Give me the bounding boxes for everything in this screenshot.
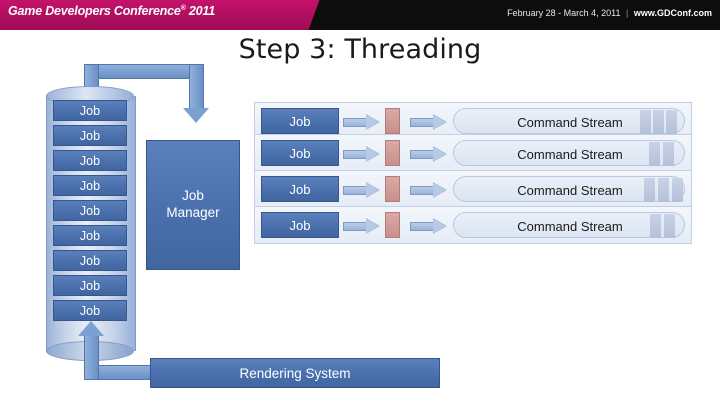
stream-tick [650,214,661,238]
row-job-box: Job [261,212,339,238]
job-queue-stack: Job Job Job Job Job Job Job Job Job [46,86,136,361]
row-marker-box [385,140,400,166]
stream-tick [663,142,674,166]
row-job-box: Job [261,176,339,202]
command-stream-label: Command Stream [517,182,623,198]
list-item: Job [53,200,127,221]
table-row: Job Command Stream [254,134,692,172]
list-item: Job [53,225,127,246]
arrow-right-icon [410,182,448,198]
row-job-box: Job [261,140,339,166]
stream-tick [666,110,677,134]
arrow-right-icon [343,182,381,198]
list-item: Job [53,175,127,196]
stream-tick [658,178,669,202]
banner-event-info: February 28 - March 4, 2011 | www.GDConf… [507,8,712,18]
banner-website: www.GDConf.com [633,8,712,18]
table-row: Job Command Stream [254,206,692,244]
row-job-box: Job [261,108,339,134]
row-marker-box [385,212,400,238]
banner-pink-block [0,0,300,30]
arrow-right-icon [410,114,448,130]
job-manager-line1: Job [182,188,204,204]
list-item: Job [53,100,127,121]
command-stream-capsule: Command Stream [453,108,685,134]
rendering-system-box: Rendering System [150,358,440,388]
arrow-right-icon [410,218,448,234]
slide-body: Step 3: Threading Job Job Job Job Job Jo… [0,30,720,405]
stream-tick [644,178,655,202]
pipe-top-horizontal [84,64,204,79]
job-manager-box: Job Manager [146,140,240,270]
gdc-logo-reg: ® [180,4,186,12]
command-stream-label: Command Stream [517,114,623,130]
arrow-right-icon [410,146,448,162]
table-row: Job Command Stream [254,102,692,140]
arrow-right-icon [343,218,381,234]
command-stream-capsule: Command Stream [453,176,685,202]
job-manager-line2: Manager [166,205,220,220]
banner-dates: February 28 - March 4, 2011 [507,8,621,18]
pipe-bottom-arrow-icon [78,321,104,336]
command-stream-capsule: Command Stream [453,140,685,166]
gdc-logo-year: 2011 [188,4,215,18]
pipe-top-arrow-icon [183,108,209,123]
stream-tick [672,178,683,202]
page-title: Step 3: Threading [238,34,482,65]
arrow-right-icon [343,114,381,130]
gdc-logo-text: Game Developers Conference [8,4,181,18]
list-item: Job [53,300,127,321]
row-marker-box [385,176,400,202]
command-stream-label: Command Stream [517,218,623,234]
list-item: Job [53,125,127,146]
banner-separator: | [625,8,629,18]
list-item: Job [53,250,127,271]
stream-tick [649,142,660,166]
command-stream-capsule: Command Stream [453,212,685,238]
arrow-right-icon [343,146,381,162]
list-item: Job [53,150,127,171]
gdc-header-banner: Game Developers Conference® 2011 Februar… [0,0,720,30]
table-row: Job Command Stream [254,170,692,208]
command-stream-label: Command Stream [517,146,623,162]
row-marker-box [385,108,400,134]
stream-tick [640,110,651,134]
stream-tick [653,110,664,134]
pipe-bottom-left-vertical [84,335,99,380]
pipe-top-right-vertical [189,64,204,109]
stream-tick [664,214,675,238]
list-item: Job [53,275,127,296]
gdc-logo: Game Developers Conference® 2011 [8,4,215,18]
